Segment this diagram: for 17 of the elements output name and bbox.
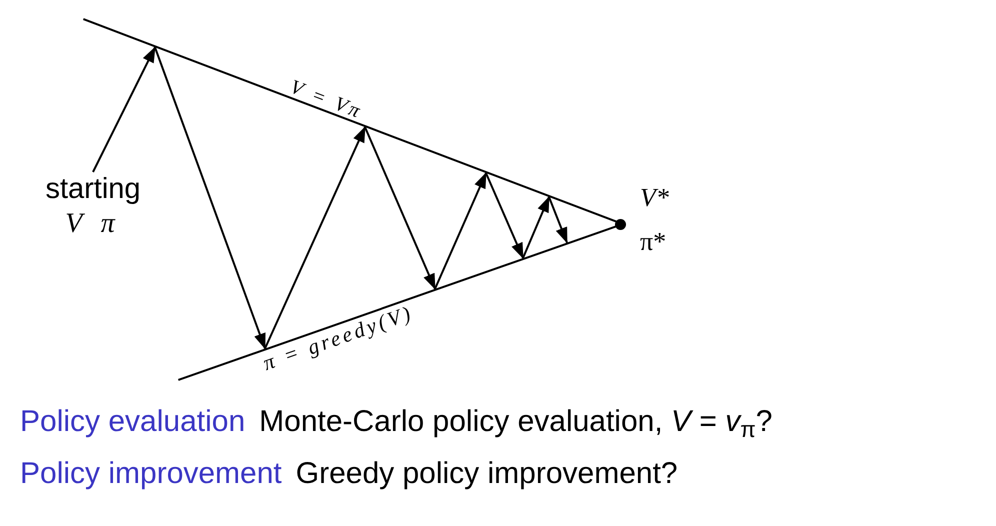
arrow: [548, 196, 568, 244]
arrow: [154, 47, 266, 350]
node-label: V π: [65, 207, 121, 241]
step-description: Monte-Carlo policy evaluation, V = v$_{π}$?: [259, 404, 772, 442]
node-label: starting: [45, 172, 141, 206]
arrow: [434, 172, 487, 290]
arrow: [92, 46, 156, 172]
step-description: Greedy policy improvement?: [296, 456, 678, 492]
arrow: [264, 126, 366, 349]
step-name: Policy improvement: [20, 456, 282, 492]
point-label: V*: [640, 184, 669, 212]
line-label: V = Vπ: [288, 76, 366, 122]
arrow: [485, 172, 524, 259]
step-name: Policy evaluation: [20, 404, 246, 440]
arrow: [364, 126, 436, 290]
point-label: π*: [640, 228, 666, 256]
arrow: [522, 196, 550, 258]
